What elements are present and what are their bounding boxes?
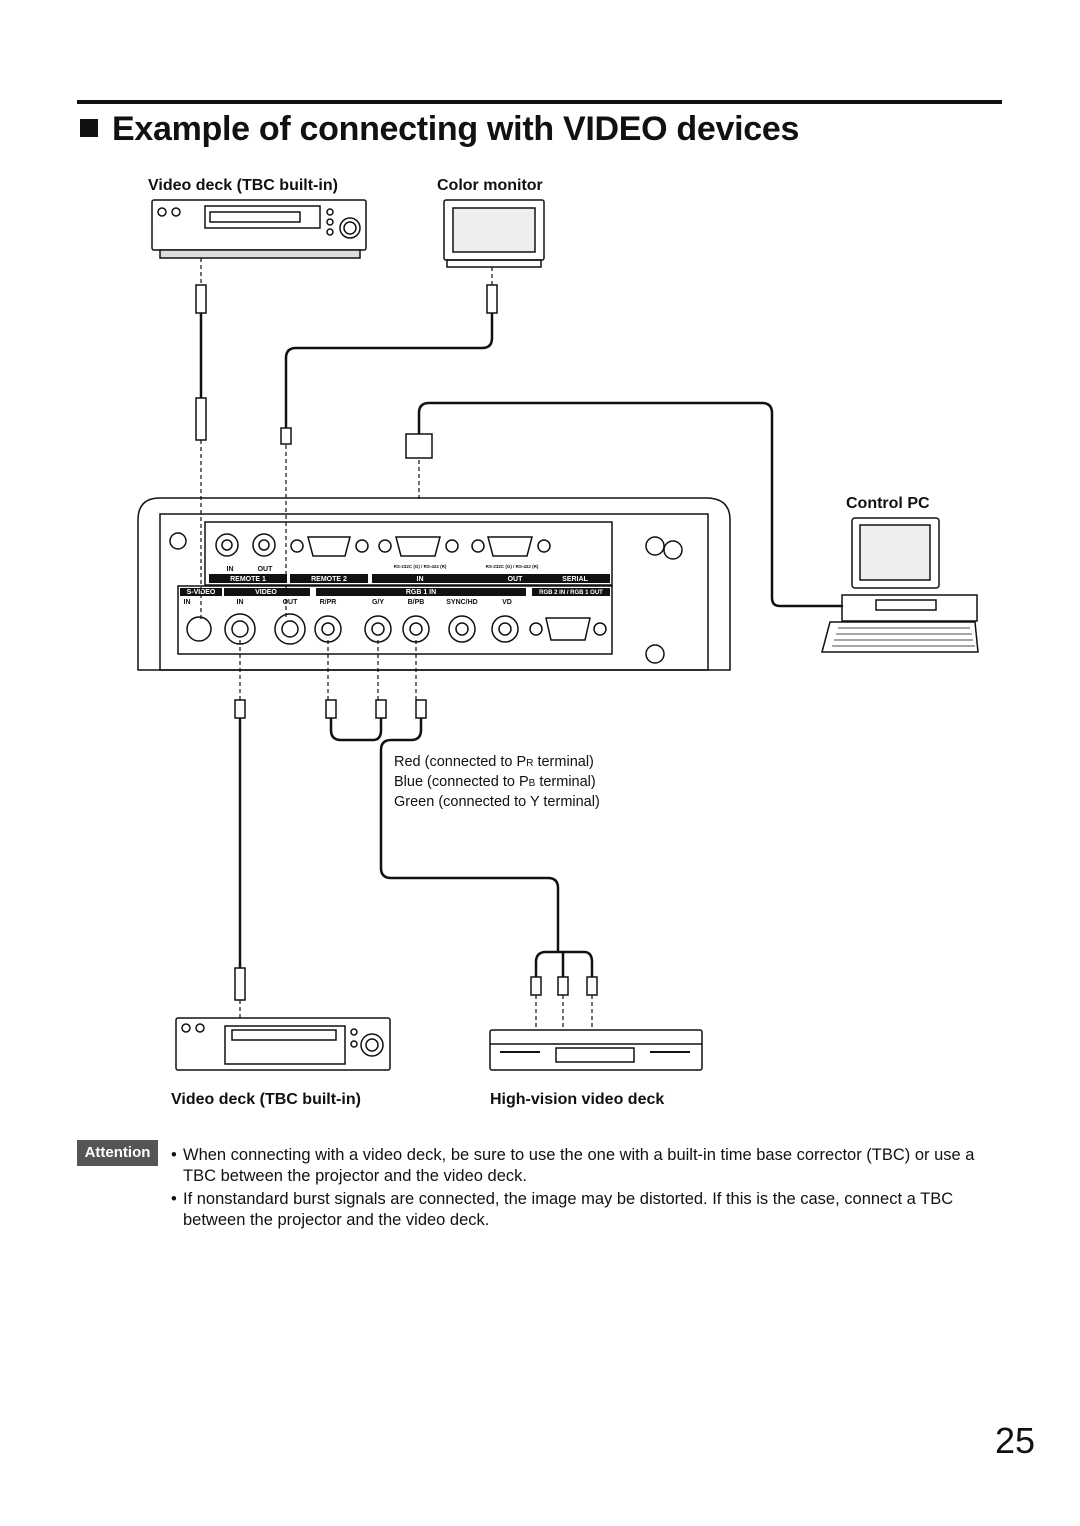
- label-sync: SYNC/HD: [446, 599, 478, 606]
- cable-plugs: [195, 284, 598, 1001]
- projector-panel: [137, 497, 731, 671]
- label-bp: B/PB: [408, 599, 425, 606]
- control-pc-device: [821, 517, 979, 653]
- label-rgb1in: RGB 1 IN: [406, 589, 436, 596]
- note-2-text: If nonstandard burst signals are connect…: [183, 1190, 954, 1229]
- note-2: • If nonstandard burst signals are conne…: [171, 1189, 1011, 1231]
- label-serial-in: IN: [417, 576, 424, 583]
- label-remote-out: OUT: [258, 566, 274, 573]
- section-title: Example of connecting with VIDEO devices: [80, 110, 799, 149]
- label-rp: R/PR: [320, 599, 337, 606]
- video-deck-bottom-device: [175, 1017, 391, 1071]
- hd-deck-device: [489, 1029, 703, 1071]
- label-remote-in: IN: [227, 566, 234, 573]
- label-rs1: RS-232C (G) / RS-422 (R): [394, 564, 447, 569]
- label-rs2: RS-232C (G) / RS-422 (R): [486, 564, 539, 569]
- page-number: 25: [995, 1420, 1036, 1461]
- label-video-out: OUT: [283, 599, 299, 606]
- label-serial-out: OUT: [508, 576, 524, 583]
- cables: [199, 310, 844, 979]
- bullet: •: [171, 1190, 177, 1208]
- note-1: • When connecting with a video deck, be …: [171, 1145, 1011, 1187]
- dashed-connections: [200, 258, 593, 1030]
- note-green: Green (connected to Y terminal): [394, 794, 600, 810]
- label-serial: SERIAL: [562, 576, 588, 583]
- note-red: Red (connected to PR terminal): [394, 754, 594, 770]
- label-vd: VD: [502, 599, 512, 606]
- note-blue: Blue (connected to PB terminal): [394, 774, 596, 790]
- label-rgb2: RGB 2 IN / RGB 1 OUT: [539, 590, 603, 596]
- label-svideo-in: IN: [184, 599, 191, 606]
- video-deck-top-device: [151, 199, 367, 259]
- label-video: VIDEO: [255, 589, 277, 596]
- label-remote2: REMOTE 2: [311, 576, 347, 583]
- label-video-deck-bottom: Video deck (TBC built-in): [171, 1091, 361, 1108]
- panel-label-strips: [180, 574, 610, 596]
- section-title-text: Example of connecting with VIDEO devices: [112, 110, 800, 148]
- square-bullet-icon: [80, 119, 98, 137]
- label-svideo: S-VIDEO: [187, 589, 216, 596]
- label-remote1: REMOTE 1: [230, 576, 266, 583]
- color-monitor-device: [443, 199, 545, 268]
- label-video-in: IN: [237, 599, 244, 606]
- label-video-deck-top: Video deck (TBC built-in): [148, 177, 338, 194]
- note-1-text: When connecting with a video deck, be su…: [183, 1146, 975, 1185]
- label-hd-deck: High-vision video deck: [490, 1091, 665, 1108]
- label-gy: G/Y: [372, 599, 384, 606]
- label-control-pc: Control PC: [846, 495, 930, 512]
- bullet: •: [171, 1146, 177, 1164]
- attention-badge: Attention: [77, 1140, 158, 1166]
- label-color-monitor: Color monitor: [437, 177, 543, 194]
- header-rule: [77, 100, 1002, 104]
